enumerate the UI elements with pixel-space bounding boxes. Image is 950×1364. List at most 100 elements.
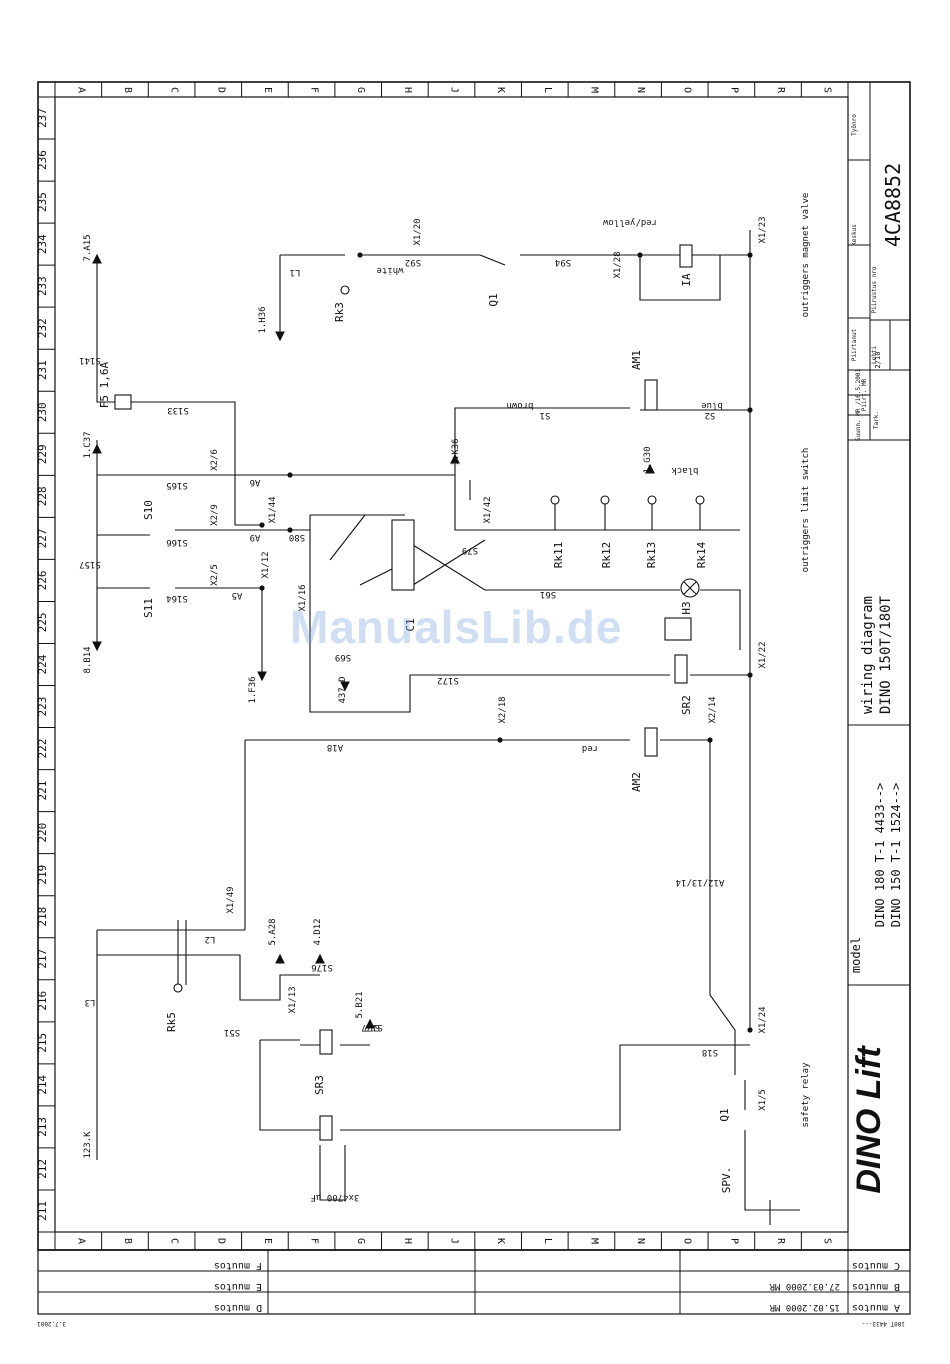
wire [319,1145,346,1201]
row-label-216: 216 [36,991,49,1011]
row-label-232: 232 [36,318,49,338]
revision-date: 15.02.2000 MR [769,1302,840,1312]
component-SR3: SR3 [313,1075,326,1095]
row-label-211: 211 [36,1201,49,1221]
terminal-label: X1/22 [758,641,768,668]
wire-label: S166 [166,537,188,547]
ref-label: 1.H36 [258,306,268,333]
note-label: safety relay [801,1062,811,1128]
row-label-220: 220 [36,823,49,843]
wire-label: A9 [250,532,261,542]
row-label-230: 230 [36,402,49,422]
junction [287,472,293,478]
wire [479,254,506,266]
switch-Rk5 [173,983,183,993]
row-label-212: 212 [36,1159,49,1179]
horn-AM1 [644,379,658,411]
component-AM2: AM2 [630,772,643,792]
column-label-J: J [449,1238,460,1244]
column-label-F: F [309,1238,320,1244]
ref-label: 1.F36 [248,676,258,703]
column-label-O: O [682,87,693,93]
sheet-number: 2/10 [874,352,882,369]
wire [404,539,680,591]
row-label-231: 231 [36,360,49,380]
wire-label: S2 [705,410,716,420]
row-label-213: 213 [36,1117,49,1137]
component-SR2: SR2 [680,695,693,715]
junction [707,737,713,743]
terminal-label: X1/13 [288,986,298,1013]
wire-label: S133 [167,405,189,415]
wire-label: S1 [540,410,551,420]
wire [309,515,670,713]
wire-label: S172 [437,675,459,685]
title-field: Piirtanut [851,328,858,361]
limit-switch [550,495,560,505]
note-label: outriggers magnet valve [801,193,811,318]
revision-E: E muutos [214,1281,262,1292]
component-Rk3: Rk3 [333,302,346,322]
ref-label: 7.A15 [83,234,93,261]
wire-label: L3 [85,997,96,1007]
wire-label: S176 [311,962,333,972]
column-label-B: B [122,87,133,93]
terminal-label: X2/18 [498,696,508,723]
wire-label: S61 [540,589,556,599]
column-label-G: G [355,1238,366,1244]
terminal-label: X1/23 [758,216,768,243]
component-Rk12: Rk12 [600,542,613,569]
junction [747,1027,753,1033]
revision-A: A muutos [852,1302,900,1313]
wire-label: A18 [327,742,343,752]
terminal-label: X1/44 [268,496,278,523]
wire [404,539,486,591]
switch-Rk3 [340,285,350,295]
ref-label: 5.B21 [355,991,365,1018]
terminal-label: X1/28 [613,251,623,278]
wire [639,255,721,301]
component-C1: C1 [404,618,417,631]
component-Rk14: Rk14 [695,541,708,568]
row-label-221: 221 [36,781,49,801]
row-label-224: 224 [36,654,49,674]
title-field: Piirt. MR [861,378,868,411]
title-field: Tark. [873,411,880,429]
title-block [848,82,910,986]
note-label: red [582,743,598,753]
row-ruler-left: 2112122132142152162172182192202212222232… [36,108,55,1233]
title-field: Työnro [851,114,858,136]
wire [259,1040,320,1131]
wire-label: L2 [205,934,216,944]
ref-arrow [92,443,102,454]
drawn-by: Suunn. MR /16.5.2001 [855,368,862,441]
column-label-A: A [75,1238,86,1244]
column-label-C: C [169,87,180,93]
wire-label: S92 [405,257,421,267]
wire-label: S80 [289,532,305,542]
column-label-D: D [215,87,226,93]
column-label-P: P [728,1238,739,1244]
component-AM1: AM1 [630,350,643,370]
ref-label: 1.K36 [451,438,461,465]
revision-B: B muutos [852,1281,900,1292]
component-Q1: Q1 [487,293,500,306]
terminal-label: X1/24 [758,1006,768,1033]
junction [287,527,293,533]
wire-label: S69 [335,652,351,662]
component-S11: S11 [142,598,155,618]
column-label-L: L [542,87,553,93]
component-Rk5: Rk5 [165,1012,178,1032]
row-label-215: 215 [36,1033,49,1053]
revision-block [37,1249,911,1315]
ref-arrow [315,953,325,964]
column-label-H: H [402,87,413,93]
revision-F: F muutos [214,1260,262,1271]
ref-label: 437.D [338,676,348,703]
ref-arrow [450,453,460,464]
component-S10: S10 [142,500,155,520]
junction [747,672,753,678]
